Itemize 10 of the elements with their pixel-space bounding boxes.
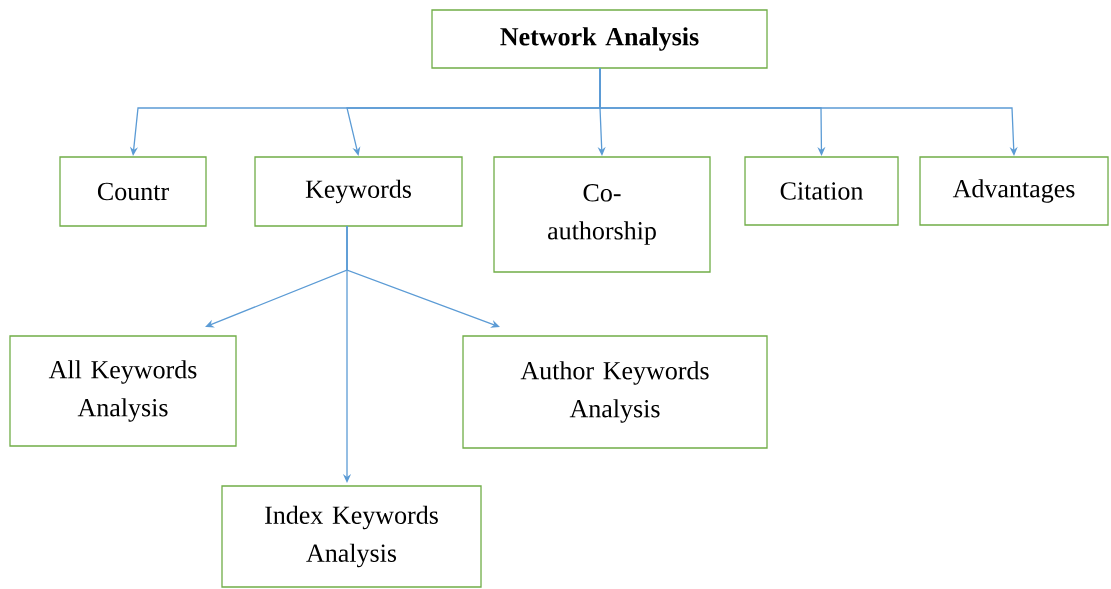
- box: Countr: [59, 156, 207, 227]
- box: Index Keywords Analysis: [221, 485, 482, 588]
- arrow: [599, 67, 1018, 156]
- box: All Keywords Analysis: [9, 335, 237, 447]
- box: Co- authorship: [493, 156, 711, 273]
- box: Keywords: [254, 156, 463, 227]
- box: Advantages: [919, 156, 1109, 226]
- box: Author Keywords Analysis: [462, 335, 768, 449]
- box: Network Analysis: [431, 9, 768, 69]
- box: Citation: [744, 156, 899, 226]
